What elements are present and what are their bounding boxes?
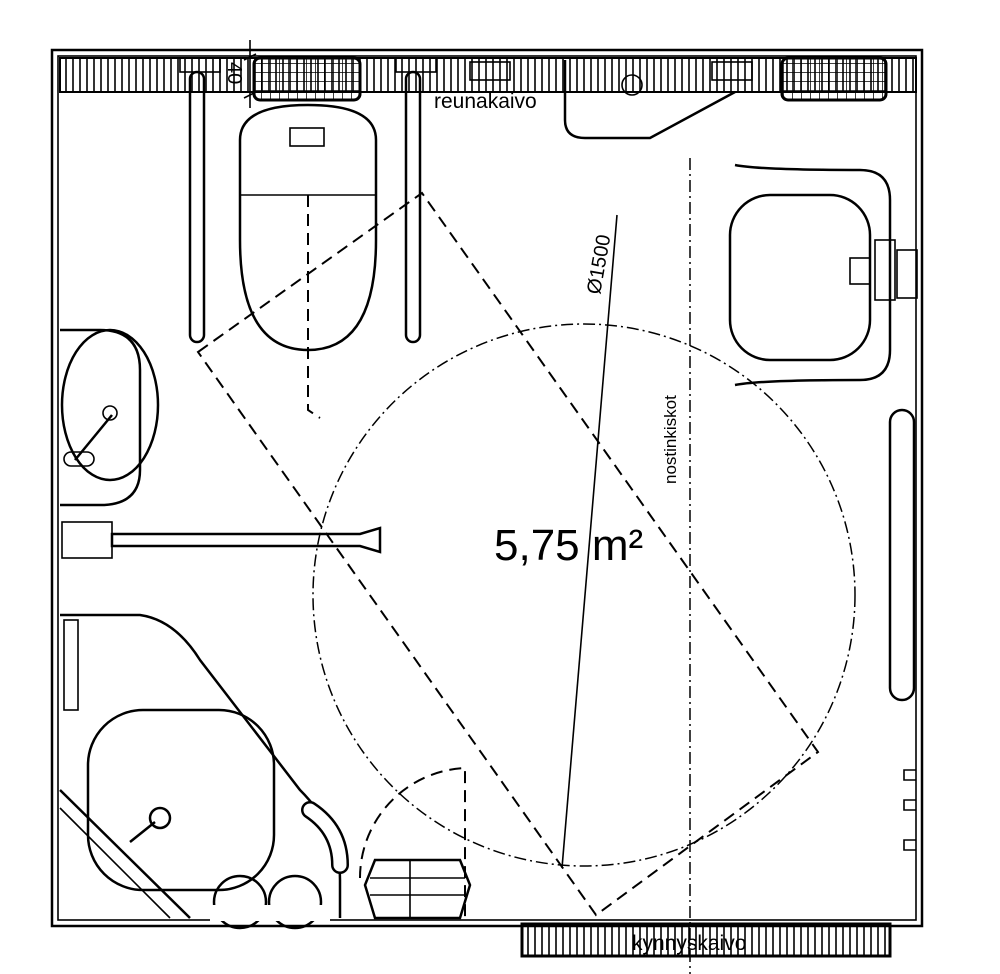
wall-grab-bar-right [888, 408, 916, 702]
wall-drain-grate-left [252, 56, 362, 102]
wall-drain-grate-right [780, 56, 888, 102]
shower-area [59, 613, 349, 919]
turning-circle [312, 323, 856, 867]
toilet-grab-bar-right [395, 57, 437, 344]
threshold-drain [520, 922, 892, 958]
door-swing [358, 766, 466, 918]
toilet [238, 103, 378, 419]
hoist-rail-label: nostinkiskot [661, 395, 680, 484]
bottom-drain-label: kynnyskaivo [632, 932, 746, 955]
area-label: 5,75 m² [494, 521, 643, 570]
diameter-line [561, 214, 618, 869]
room-walls [50, 48, 924, 928]
wall-fittings-top [469, 60, 753, 140]
dimension-label: 40 [223, 62, 245, 84]
washbasin-left [60, 328, 160, 507]
folding-grab-bar [61, 521, 382, 559]
dimension-marker [243, 40, 257, 108]
wall-hooks-right [903, 769, 916, 851]
toilet-grab-bar-left [179, 57, 221, 344]
washbasin-right [728, 163, 918, 387]
top-drain-label: reunakaivo [434, 90, 537, 113]
wall-hooks-bottom [210, 874, 330, 930]
laundry-basket [363, 858, 472, 920]
wheelchair-space [196, 191, 820, 917]
